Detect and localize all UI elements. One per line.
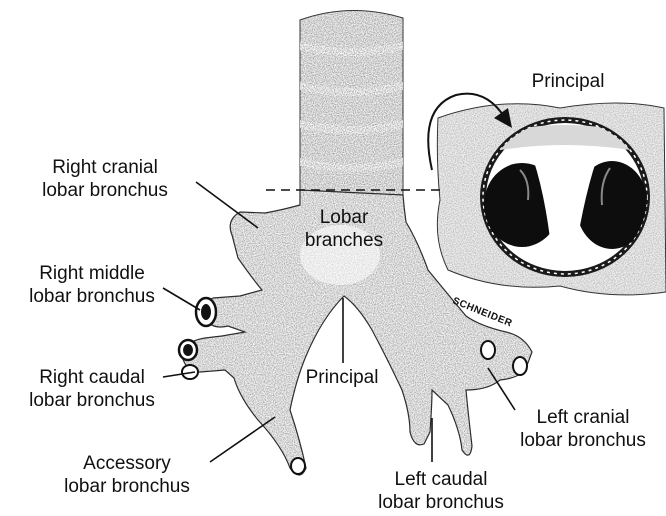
label-lobar-branches: Lobar branches: [296, 206, 392, 252]
label-line: Right cranial: [52, 157, 158, 178]
label-right-middle-lobar-bronchus: Right middle lobar bronchus: [5, 262, 179, 308]
label-line: lobar bronchus: [378, 492, 504, 513]
bronchial-tree: [177, 189, 533, 476]
right-principal-lumen: [576, 161, 647, 249]
label-line: Lobar: [319, 207, 369, 228]
label-principal-bronchus: Principal: [305, 367, 379, 388]
label-right-cranial-lobar-bronchus: Right cranial lobar bronchus: [18, 156, 192, 202]
label-principal-inset: Principal: [531, 71, 605, 92]
trachea: [299, 9, 404, 196]
left-cranial-opening: [512, 356, 528, 376]
cross-section-inset: [436, 102, 666, 296]
label-line: branches: [304, 230, 384, 251]
label-right-caudal-lobar-bronchus: Right caudal lobar bronchus: [5, 366, 179, 412]
label-line: Right middle: [39, 263, 145, 284]
leader-lines: [162, 181, 516, 463]
label-left-cranial-lobar-bronchus: Left cranial lobar bronchus: [500, 406, 666, 452]
label-line: Left caudal: [394, 469, 488, 490]
label-line: lobar bronchus: [29, 390, 155, 411]
label-line: Accessory: [83, 453, 171, 474]
label-line: lobar bronchus: [42, 180, 168, 201]
label-line: lobar bronchus: [64, 476, 190, 497]
label-line: lobar bronchus: [29, 286, 155, 307]
label-line: Left cranial: [536, 407, 630, 428]
label-left-caudal-lobar-bronchus: Left caudal lobar bronchus: [358, 468, 524, 514]
label-line: lobar bronchus: [520, 430, 646, 451]
label-accessory-lobar-bronchus: Accessory lobar bronchus: [40, 452, 214, 498]
accessory-opening: [290, 457, 306, 475]
curved-arrow: [427, 92, 512, 171]
label-line: Right caudal: [39, 367, 145, 388]
